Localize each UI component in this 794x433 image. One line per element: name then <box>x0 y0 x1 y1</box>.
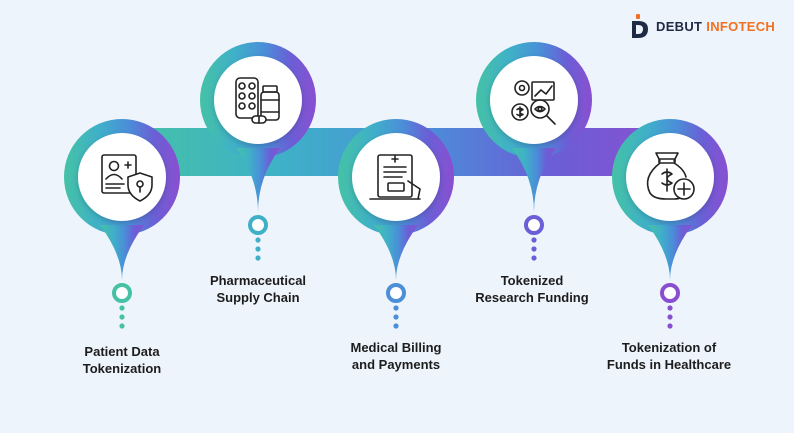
step-2-connector-dot <box>255 255 261 261</box>
step-5-disc <box>626 133 714 221</box>
step-3-line-2: and Payments <box>351 357 441 372</box>
brand-word-1: DEBUT <box>656 18 703 34</box>
step-2-line-1: Pharmaceutical <box>209 273 307 288</box>
step-label-5: Tokenization of Funds in Healthcare <box>589 339 749 373</box>
step-1-pin-ring <box>112 283 132 303</box>
step-label-4: Tokenized Research Funding <box>452 272 612 306</box>
step-4-line-1: Tokenized <box>500 273 564 288</box>
icon-medical-billing <box>369 154 421 200</box>
step-4-connector-dot <box>531 237 537 243</box>
step-2-connector-dot <box>255 237 261 243</box>
step-5-pin-ring <box>660 283 680 303</box>
step-3-pin-ring <box>386 283 406 303</box>
icon-research-funding <box>511 80 556 125</box>
step-label-2: Pharmaceutical Supply Chain <box>178 272 338 306</box>
step-label-3: Medical Billing and Payments <box>316 339 476 373</box>
step-1-connector-dot <box>119 323 125 329</box>
step-1-line-1: Patient Data <box>84 344 160 359</box>
step-2-connector-dot <box>255 246 261 252</box>
icon-pharma-supply <box>235 77 280 124</box>
debut-logo-icon <box>632 14 648 38</box>
step-3-connector-dot <box>393 323 399 329</box>
step-5-connector-dot <box>667 323 673 329</box>
step-2-line-2: Supply Chain <box>216 290 300 305</box>
step-4-pin-ring <box>524 215 544 235</box>
step-4-line-2: Research Funding <box>475 290 589 305</box>
brand-word-2: INFOTECH <box>706 18 776 34</box>
step-3-line-1: Medical Billing <box>350 340 442 355</box>
step-label-1: Patient Data Tokenization <box>42 343 202 377</box>
step-4-connector-dot <box>531 255 537 261</box>
step-2-pin-ring <box>248 215 268 235</box>
step-5-line-2: Funds in Healthcare <box>606 357 732 372</box>
step-3-connector-dot <box>393 314 399 320</box>
step-5-line-1: Tokenization of <box>621 340 717 355</box>
step-1-connector-dot <box>119 314 125 320</box>
step-1-connector-dot <box>119 305 125 311</box>
icon-healthcare-funds <box>646 152 695 200</box>
step-1-line-2: Tokenization <box>82 361 162 376</box>
step-1-disc <box>78 133 166 221</box>
icon-patient-data <box>101 154 153 202</box>
step-3-connector-dot <box>393 305 399 311</box>
step-4-connector-dot <box>531 246 537 252</box>
step-5-connector-dot <box>667 314 673 320</box>
step-5-connector-dot <box>667 305 673 311</box>
